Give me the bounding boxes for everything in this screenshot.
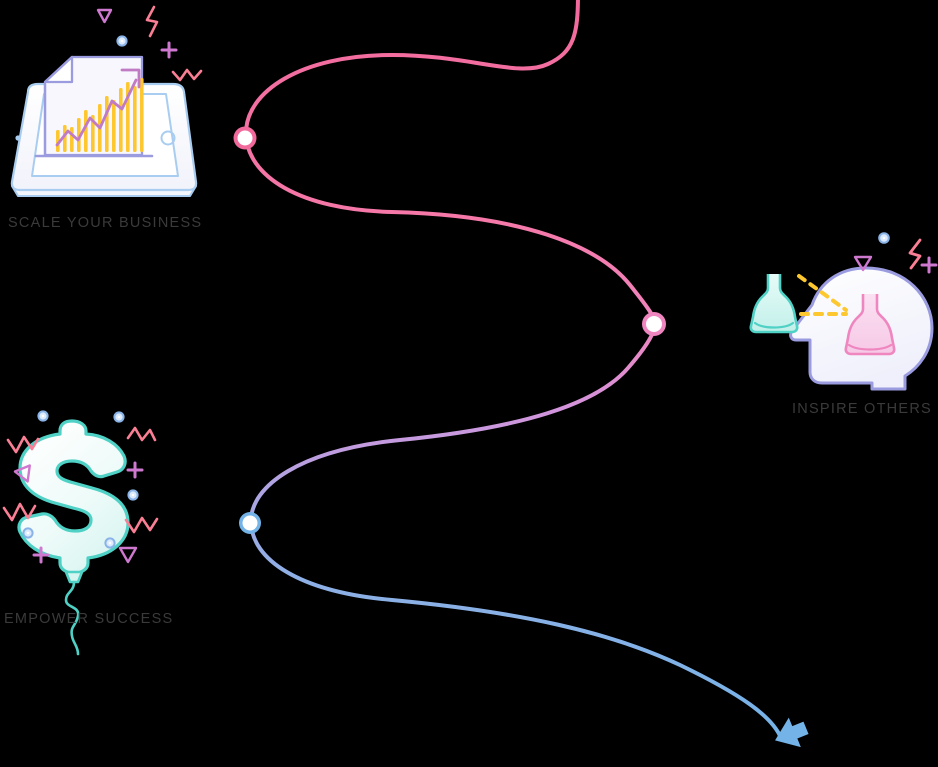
- journey-path-group: [243, 0, 809, 748]
- node-marker-empower[interactable]: [239, 512, 261, 534]
- node-label-inspire-others: INSPIRE OTHERS: [792, 401, 932, 417]
- tablet-growth-chart-icon: [10, 5, 203, 197]
- node-marker-scale[interactable]: [233, 126, 257, 150]
- node-label-scale-your-business: SCALE YOUR BUSINESS: [8, 215, 203, 231]
- dollar-balloon-icon: [2, 410, 159, 656]
- bar-series: [56, 78, 144, 152]
- journey-path: [243, 0, 809, 748]
- head-dress-idea-icon: [749, 232, 938, 391]
- node-label-empower-success: EMPOWER SUCCESS: [4, 611, 174, 627]
- node-marker-inspire[interactable]: [642, 312, 666, 336]
